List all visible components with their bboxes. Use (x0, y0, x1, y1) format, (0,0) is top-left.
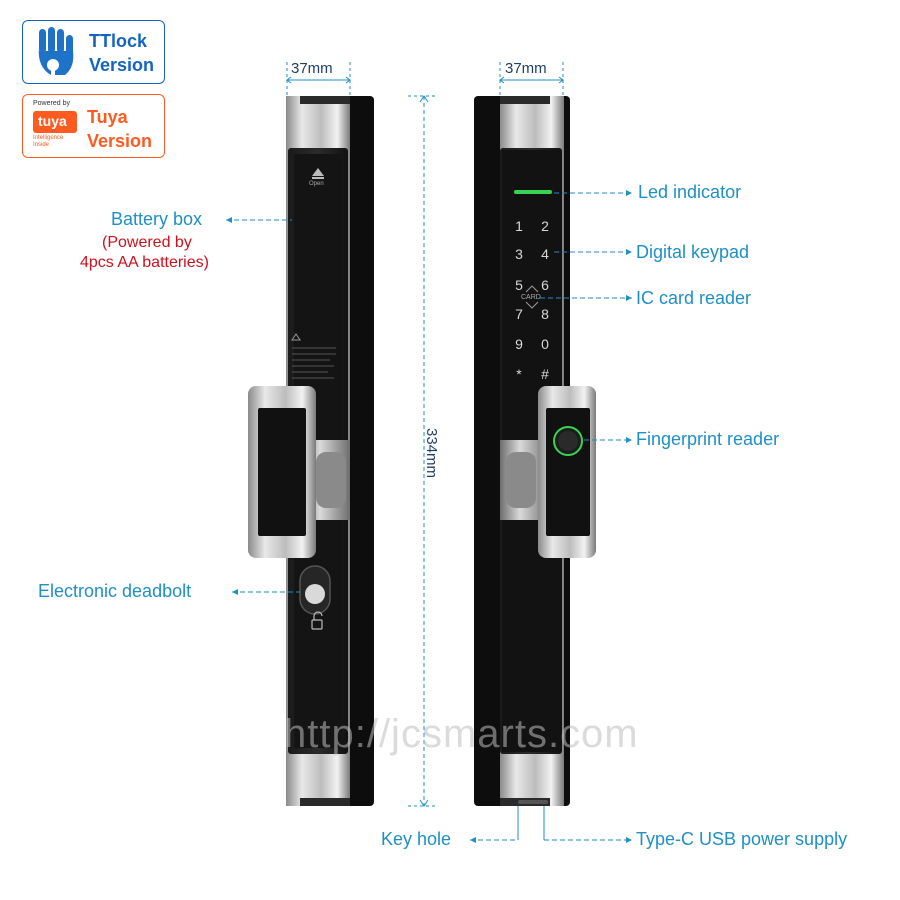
key-star[interactable]: * (516, 366, 522, 382)
key-hole-label: Key hole (381, 829, 452, 849)
key-4[interactable]: 4 (541, 246, 549, 262)
width-label-right: 37mm (505, 60, 547, 77)
key-8[interactable]: 8 (541, 306, 549, 322)
right-lock-front (474, 96, 596, 806)
tuya-line2: Version (87, 131, 153, 151)
left-lock-back (248, 96, 374, 806)
tuya-sub1: Intelligence (33, 135, 64, 141)
tuya-powered-by: Powered by (33, 100, 70, 107)
leader-lines (226, 192, 632, 841)
hand-key-icon (38, 27, 74, 77)
electronic-deadbolt-label: Electronic deadbolt (38, 581, 192, 601)
open-label: Open (309, 181, 324, 187)
battery-note-1: (Powered by (102, 234, 192, 251)
fingerprint-reader-label: Fingerprint reader (636, 429, 780, 449)
width-label-left: 37mm (291, 60, 333, 77)
usb-power-label: Type-C USB power supply (636, 829, 848, 849)
watermark: http://jcsmarts.com (284, 712, 639, 756)
tuya-badge: Powered by tuya Intelligence Inside Tuya… (22, 94, 165, 158)
ttlock-badge: TTlock Version (22, 20, 165, 84)
tuya-sub2: Inside (33, 142, 50, 148)
digital-keypad-label: Digital keypad (636, 242, 750, 262)
ttlock-line2: Version (89, 55, 155, 75)
key-7[interactable]: 7 (515, 306, 523, 322)
dimension-lines (286, 62, 564, 807)
leader-arrows (226, 190, 632, 843)
key-0[interactable]: 0 (541, 336, 549, 352)
key-2[interactable]: 2 (541, 218, 549, 234)
tuya-logo: tuya (33, 111, 77, 133)
height-label: 334mm (423, 428, 440, 479)
key-hash[interactable]: # (541, 366, 549, 382)
card-label: CARD (521, 294, 541, 301)
led-indicator-label: Led indicator (638, 182, 742, 202)
battery-note-2: 4pcs AA batteries) (80, 254, 209, 271)
tuya-line1: Tuya (87, 107, 128, 127)
key-9[interactable]: 9 (515, 336, 523, 352)
key-5[interactable]: 5 (515, 277, 523, 293)
key-1[interactable]: 1 (515, 218, 523, 234)
key-6[interactable]: 6 (541, 277, 549, 293)
ttlock-line1: TTlock (89, 31, 148, 51)
ic-card-reader-label: IC card reader (636, 288, 752, 308)
battery-box-label: Battery box (111, 209, 203, 229)
tuya-logo-text: tuya (38, 113, 67, 129)
key-3[interactable]: 3 (515, 246, 523, 262)
